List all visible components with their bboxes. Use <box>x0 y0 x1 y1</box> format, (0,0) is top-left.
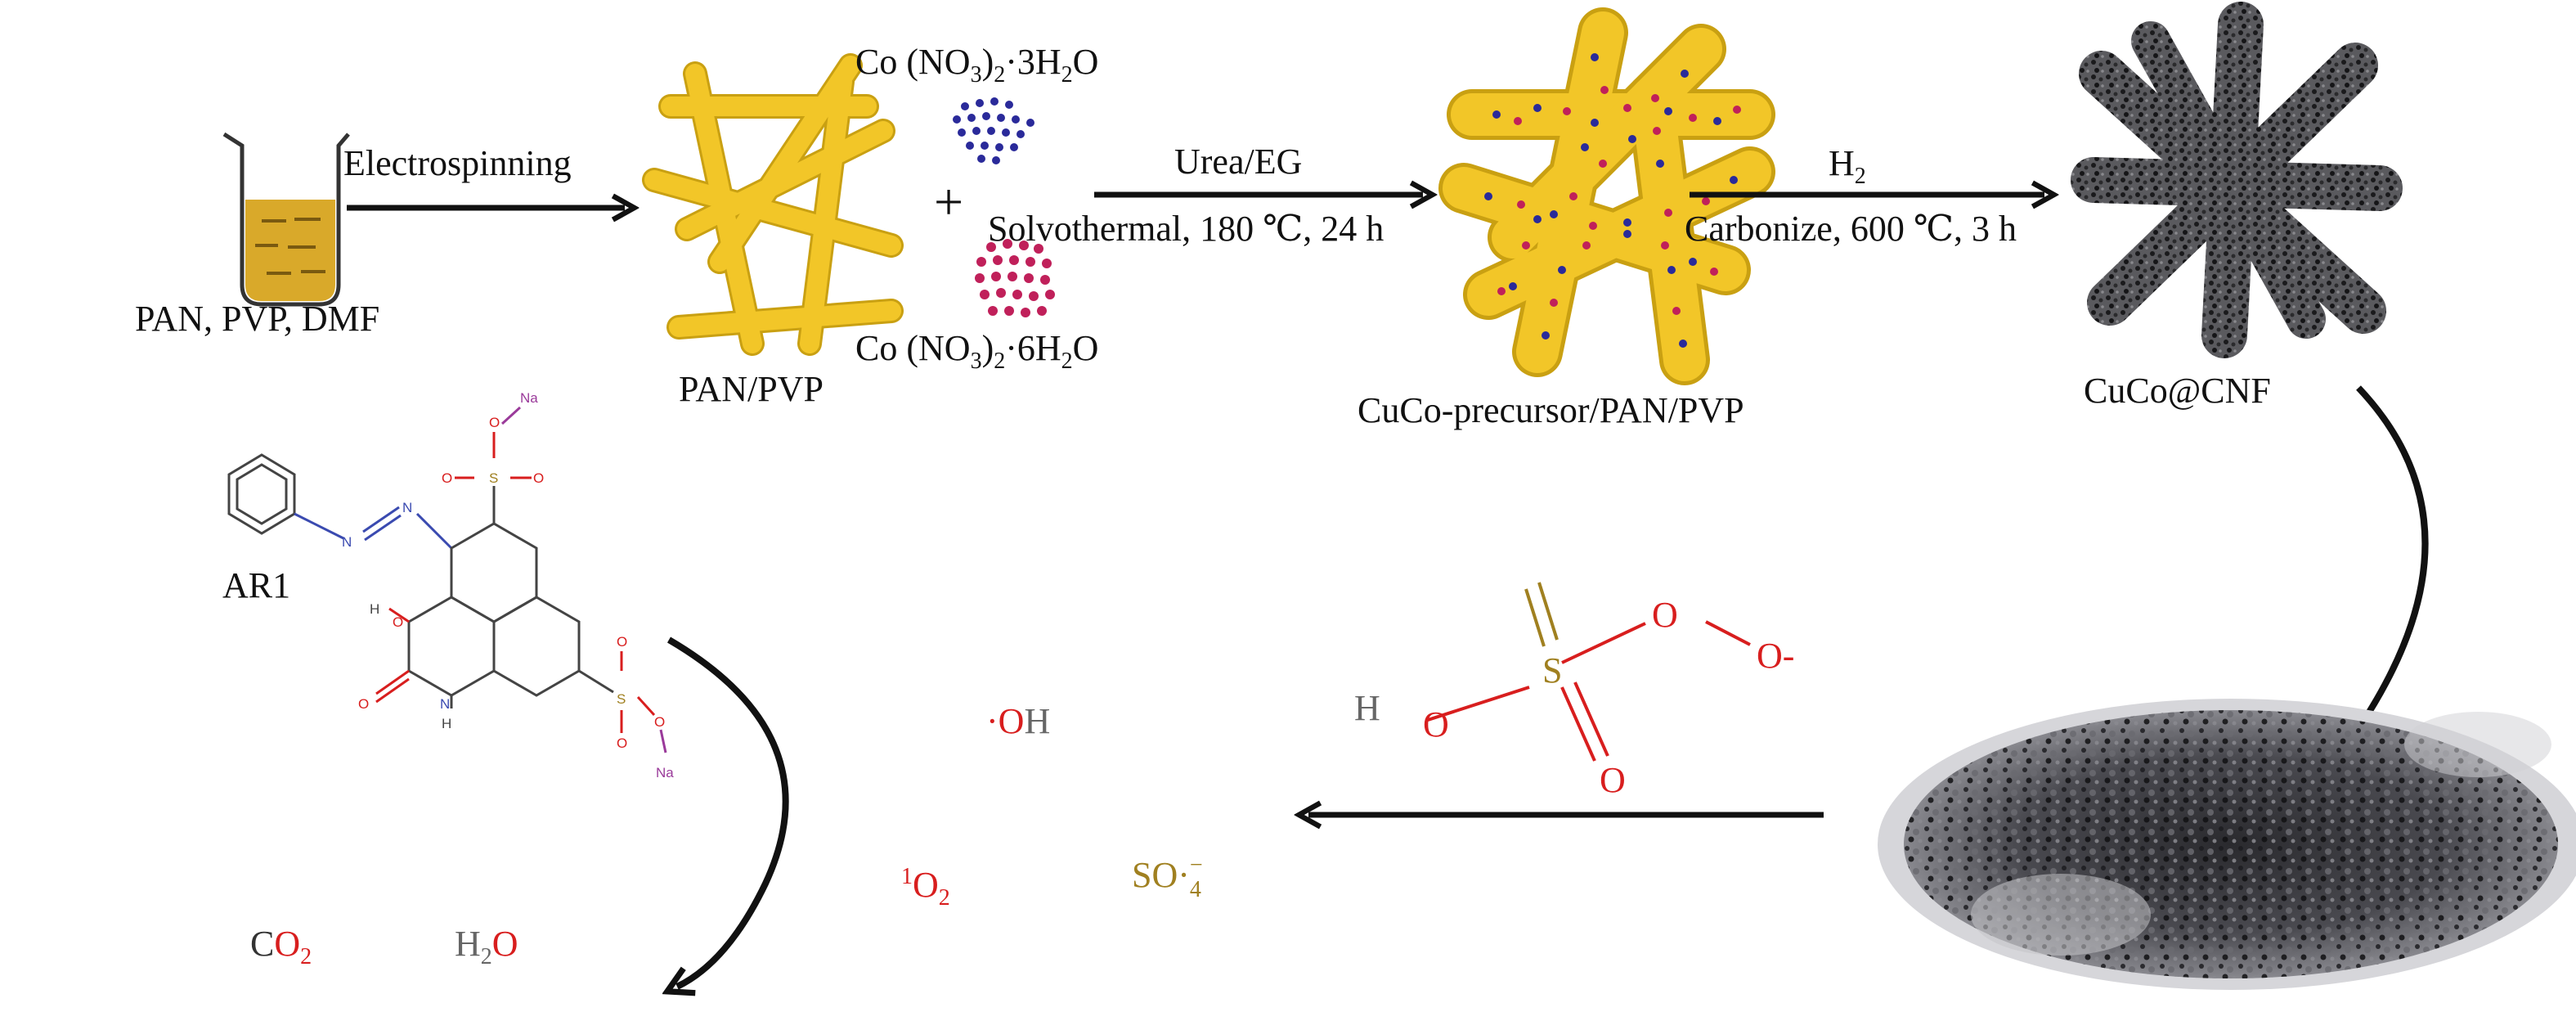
cobalt-nitrate-hexahydrate: Co (NO3)2·6H2O <box>855 328 1098 374</box>
carbon-nanofibers <box>2071 2 2403 358</box>
pms-molecule: H O S O O O- <box>1354 582 1794 800</box>
svg-text:O: O <box>393 614 403 630</box>
svg-text:N: N <box>402 500 412 515</box>
svg-text:Na: Na <box>520 390 538 406</box>
svg-text:O: O <box>654 714 665 730</box>
curved-arrow-left <box>669 636 789 987</box>
svg-text:H: H <box>442 716 451 731</box>
svg-text:Na: Na <box>656 765 674 780</box>
pan-pvp-fibers <box>642 53 904 356</box>
carbonize-label: Carbonize, 600 ℃, 3 h <box>1685 209 2017 249</box>
precursor-fibers <box>1438 7 1775 385</box>
svg-text:O: O <box>1652 595 1678 635</box>
sulfate-radical: SO·4− <box>1132 852 1203 902</box>
svg-text:S: S <box>489 470 498 486</box>
svg-text:O: O <box>358 696 369 712</box>
cobalt-nitrate-trihydrate: Co (NO3)2·3H2O <box>855 42 1098 88</box>
curved-arrow-right <box>2336 385 2429 761</box>
svg-text:O: O <box>489 415 500 430</box>
solvothermal-top-label: Urea/EG <box>1174 142 1302 182</box>
plus-sign: + <box>934 173 963 231</box>
h2o-product: H2O <box>455 924 518 969</box>
ar1-label: AR1 <box>222 565 290 605</box>
cobalt-pink-particles <box>975 239 1055 317</box>
electrospinning-label: Electrospinning <box>343 143 572 183</box>
svg-text:H: H <box>370 601 379 617</box>
svg-text:H: H <box>1354 688 1380 728</box>
cobalt-blue-particles <box>953 97 1034 164</box>
ar1-atoms: N N H O O N H S O O O Na S O O O Na <box>342 390 674 780</box>
ar1-molecule <box>227 406 667 753</box>
singlet-oxygen: 1O2 <box>901 864 950 911</box>
hydrogen-label: H2 <box>1829 143 1866 189</box>
cnf-label: CuCo@CNF <box>2084 371 2271 411</box>
svg-text:O: O <box>617 634 627 650</box>
svg-text:O-: O- <box>1757 636 1794 676</box>
svg-text:S: S <box>1542 650 1562 690</box>
svg-text:O: O <box>442 470 452 486</box>
solvothermal-bottom-label: Solvothermal, 180 ℃, 24 h <box>988 209 1384 249</box>
hydroxyl-radical: ·OH <box>986 701 1050 741</box>
svg-text:O: O <box>1423 704 1449 744</box>
svg-text:N: N <box>342 534 352 550</box>
svg-text:O: O <box>533 470 544 486</box>
solution-label: PAN, PVP, DMF <box>135 299 379 339</box>
beaker <box>222 132 350 307</box>
svg-text:S: S <box>617 691 626 707</box>
precursor-label: CuCo-precursor/PAN/PVP <box>1358 390 1744 430</box>
svg-text:O: O <box>617 735 627 751</box>
tem-image <box>1878 699 2576 990</box>
co2-product: CO2 <box>250 924 312 969</box>
svg-text:O: O <box>1600 760 1626 800</box>
svg-text:N: N <box>440 696 450 712</box>
fiber-label: PAN/PVP <box>679 369 824 409</box>
